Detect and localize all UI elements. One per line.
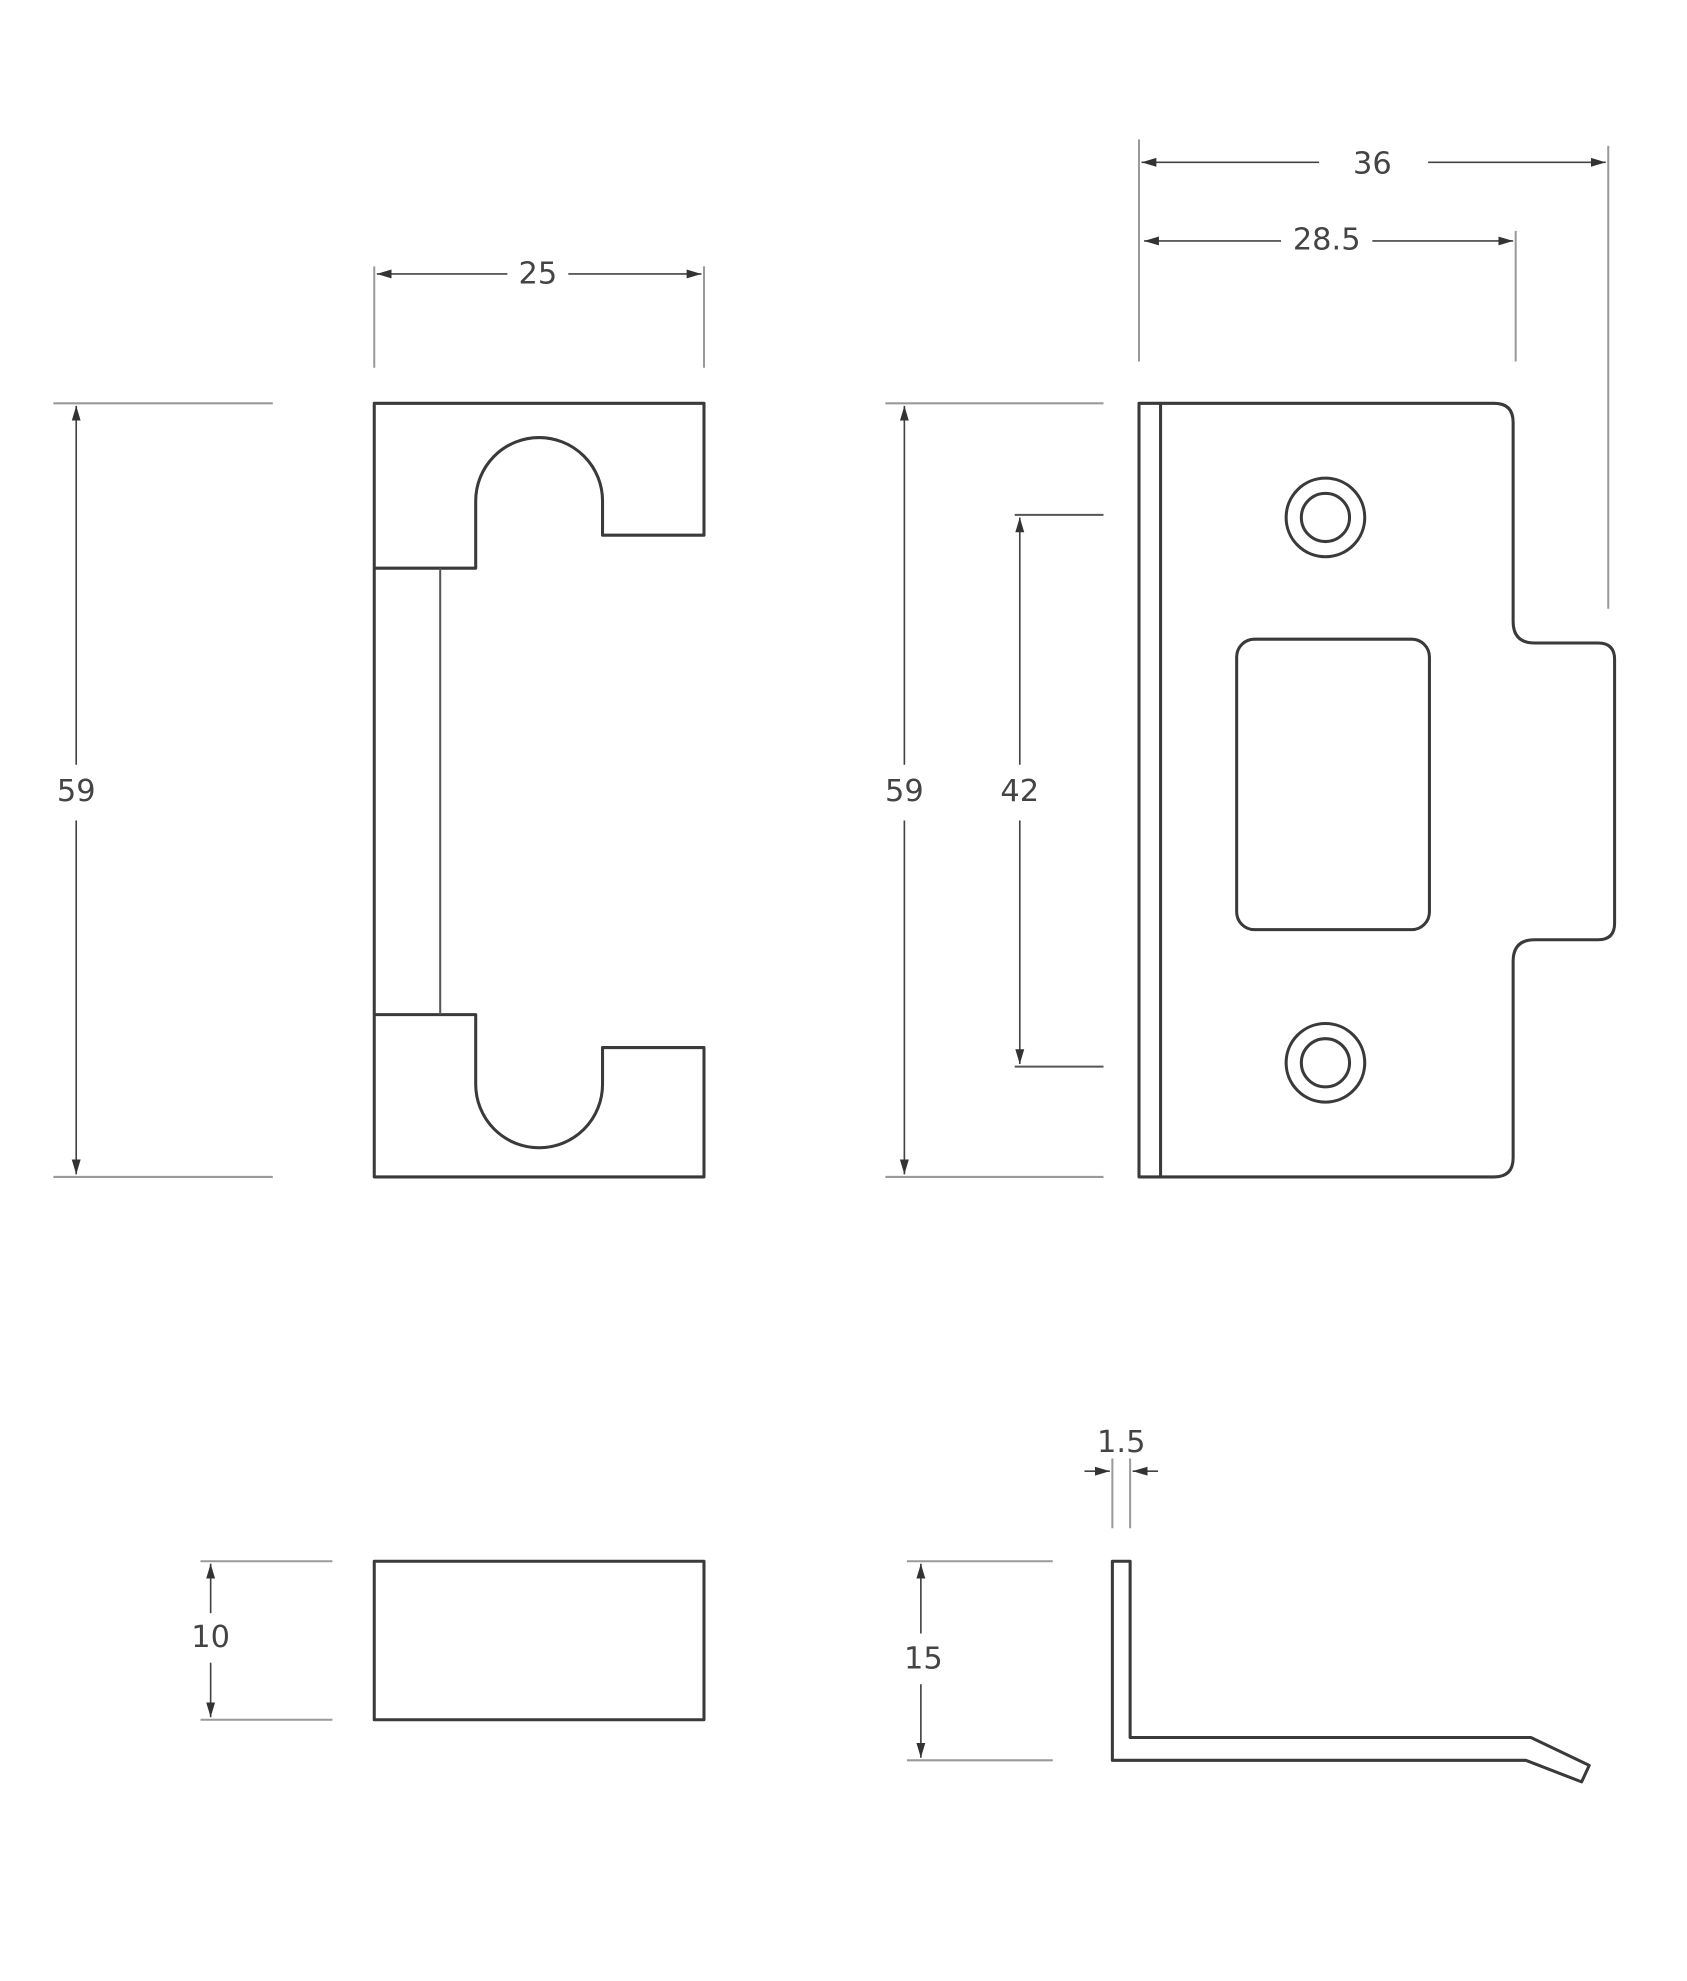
screw-hole-bottom	[1284, 1021, 1367, 1104]
plate-profile-outline	[1110, 1559, 1591, 1784]
strike-plate-view: 36 28.5 59 42	[885, 139, 1617, 1179]
plate-profile-view: 1.5 15	[904, 1425, 1591, 1784]
box-side-outline	[372, 1559, 706, 1722]
box-side-view: 10	[191, 1559, 706, 1722]
plate-height-label: 59	[885, 774, 924, 809]
width-dimension-label: 25	[518, 257, 557, 292]
overall-width-label: 36	[1353, 146, 1392, 181]
thickness-label: 1.5	[1097, 1425, 1145, 1460]
screw-hole-bottom-inner	[1299, 1037, 1352, 1089]
strike-plate-outline	[1137, 401, 1617, 1179]
strike-box-front-view: 25 59	[53, 257, 706, 1179]
latch-slot	[1235, 637, 1431, 932]
hole-centres-label: 42	[1000, 774, 1039, 809]
screw-hole-top	[1284, 476, 1367, 559]
profile-depth-label: 15	[904, 1642, 943, 1677]
strike-box-outline	[372, 401, 706, 1179]
width-to-tab-label: 28.5	[1293, 222, 1361, 257]
height-dimension-label: 59	[57, 774, 96, 809]
screw-hole-top-inner	[1299, 491, 1352, 544]
box-depth-label: 10	[191, 1620, 230, 1655]
